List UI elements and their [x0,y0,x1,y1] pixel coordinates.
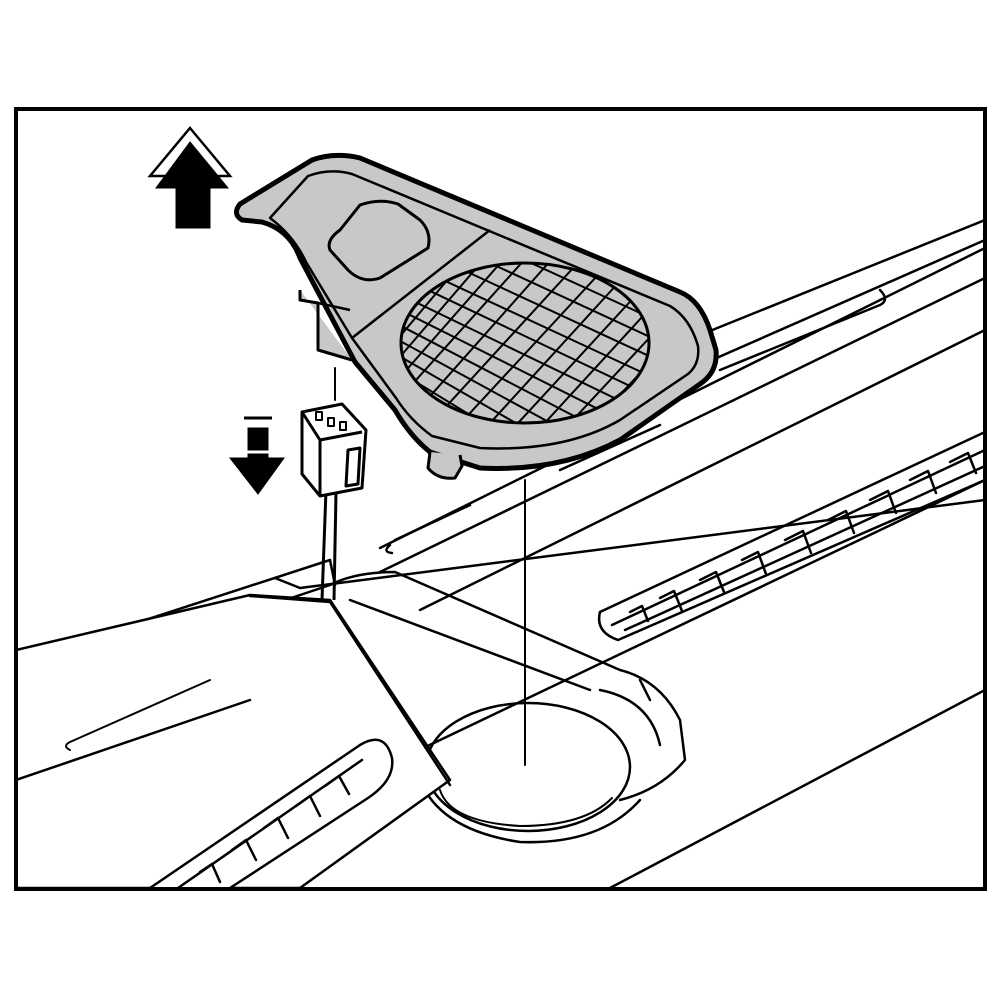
arrow-up-icon [147,126,233,229]
speaker-connector [300,402,368,601]
dashboard-panel [16,593,452,889]
frame [14,107,987,891]
arrow-down-icon [228,416,288,495]
air-vent [597,430,985,642]
speaker-grille-cover [234,152,719,480]
